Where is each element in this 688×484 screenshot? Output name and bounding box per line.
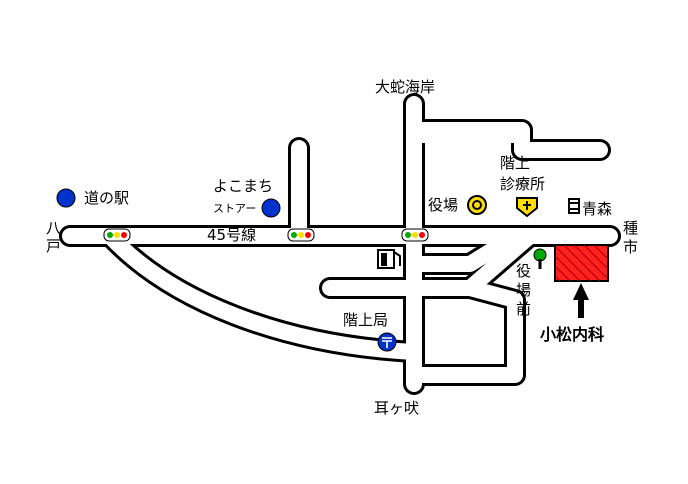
label-town-hall-front-3: 前 [516, 300, 531, 318]
komatsu-clinic-building [554, 244, 609, 282]
traffic-signal-icon [103, 228, 131, 242]
tree-icon [533, 248, 547, 269]
label-town-hall-front-2: 場 [516, 281, 531, 299]
label-hachinohe-1: 八 [46, 219, 61, 237]
label-oja-coast: 大蛇海岸 [375, 78, 435, 96]
label-roadside-station: 道の駅 [84, 189, 129, 207]
label-tane-1: 種 [623, 219, 638, 237]
label-store: ストアー [213, 202, 256, 215]
gas-station-icon [377, 249, 401, 269]
label-route45: 45号線 [207, 226, 256, 244]
label-hachinohe-2: 戸 [46, 237, 61, 255]
label-mimigasaki: 耳ヶ吠 [374, 399, 419, 417]
label-tane-2: 市 [623, 238, 638, 256]
label-aomori: 青森 [582, 200, 612, 218]
arrow-icon [573, 283, 589, 318]
town-hall-icon [467, 195, 487, 215]
store-icon [261, 198, 281, 218]
traffic-signal-icon [287, 228, 315, 242]
traffic-signal-icon [401, 228, 429, 242]
hospital-icon [516, 197, 538, 218]
label-kaijo: 階上 [500, 154, 530, 172]
label-clinic: 診療所 [500, 175, 545, 193]
bus-stop-icon [568, 198, 580, 214]
road-network [59, 93, 621, 395]
label-town-hall: 役場 [428, 196, 458, 214]
label-town-hall-front-1: 役 [516, 262, 531, 280]
label-post-office: 階上局 [343, 311, 388, 329]
post-office-icon [377, 332, 397, 352]
label-komatsu-clinic: 小松内科 [540, 325, 604, 344]
label-yokomachi: よこまち [213, 177, 273, 195]
roadside-station-marker [56, 188, 76, 208]
